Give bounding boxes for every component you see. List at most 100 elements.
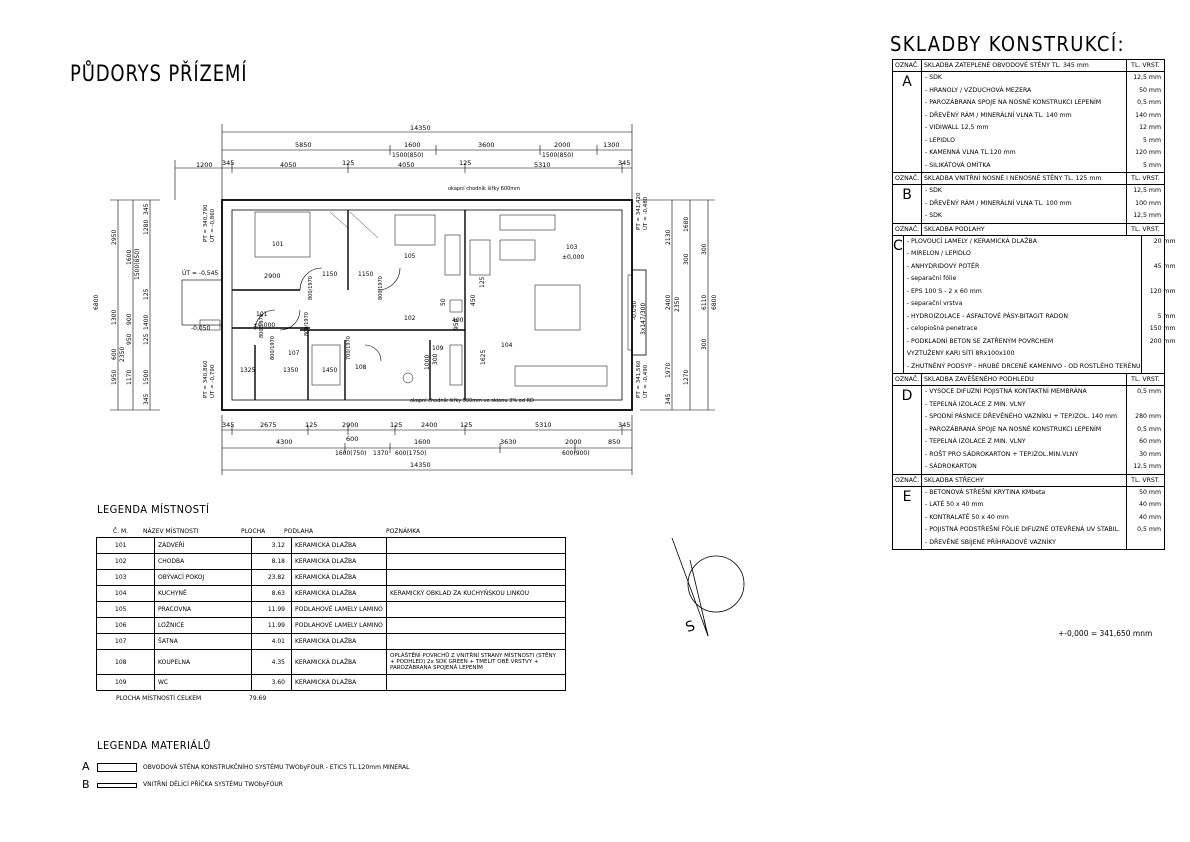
- dim-right-9: 1270: [683, 370, 690, 385]
- material-b-swatch: [97, 783, 137, 788]
- room-area: 23.82: [251, 569, 292, 586]
- dim-int-7: 950: [453, 318, 460, 330]
- room-name: ŠATNA: [154, 633, 252, 650]
- dim-left-17: 345: [143, 393, 150, 405]
- okapovy-top: okapní chodník šířky 600mm: [448, 185, 520, 192]
- skladba-layer-thickness: 40 mm: [1139, 501, 1161, 508]
- tv-unit: [499, 214, 556, 231]
- skladba-layer-thickness: 120 mm: [1149, 287, 1176, 295]
- skladba-layer-thickness: 20 mm: [1153, 237, 1176, 245]
- skladba-layer-name: - separační fólie: [904, 273, 1142, 286]
- room-area: 4.01: [251, 633, 292, 650]
- dim-left-13: 125: [143, 333, 150, 345]
- legend-total-value: 79.69: [249, 695, 267, 702]
- sofa: [469, 239, 491, 276]
- skladba-layer-name: - HYDROIZOLACE - ASFALTOVÉ PÁSY-BITAGIT …: [904, 310, 1142, 323]
- dim-right-11: 345: [665, 393, 672, 405]
- room-tag-106: 101: [272, 241, 284, 248]
- dim-int-11: 300: [432, 353, 439, 365]
- room-area: 8.18: [251, 553, 292, 570]
- dim-bottom-1i: 345: [618, 421, 630, 429]
- dim-left-7: 1300: [111, 310, 118, 325]
- room-name: WC: [154, 674, 252, 691]
- room-number: 105: [96, 601, 155, 618]
- room-note: [386, 674, 566, 691]
- dim-top-1d: 2000: [554, 141, 571, 149]
- dim-bottom-1a: 345: [222, 421, 234, 429]
- skladba-layer-row: - VYSOCE DIFUZNÍ POJISTNÁ KONTAKTNÍ MEMB…: [922, 386, 1164, 399]
- skladba-layer-thickness: 12,5 mm: [1133, 74, 1161, 81]
- skladba-layer-name: - SDK: [922, 210, 1127, 223]
- dim-right-5: 2400: [665, 295, 672, 310]
- legend-header-name: NÁZEV MÍSTNOSTI: [143, 528, 199, 535]
- skladba-layer-thickness: 200 mm: [1149, 337, 1176, 345]
- room-note: [386, 633, 566, 650]
- material-a-swatch: [97, 763, 137, 772]
- skladba-tl-header: TL. VRST.: [1131, 376, 1160, 383]
- material-b-text: VNITŘNÍ DĚLÍCÍ PŘÍČKA SYSTÉMU TWObyFOUR: [143, 781, 283, 788]
- ut-tl: ÚT = -0,860: [209, 208, 216, 242]
- door-107: 800/1970: [270, 336, 276, 360]
- dining-table: [534, 284, 581, 331]
- skladba-layer-name: - LATĚ 50 x 40 mm: [922, 499, 1127, 512]
- outer-wall-inner: [231, 209, 623, 401]
- room-name: KUCHYNĚ: [154, 585, 252, 602]
- ut-left: ÚT = -0,545: [182, 270, 218, 277]
- room-note: KERAMICKÝ OBKLAD ZA KUCHYŇSKOU LINKOU: [386, 585, 566, 602]
- dim-bottom-1g: 125: [460, 421, 472, 429]
- skladba-layer-row: - SPODNÍ PÁSNICE DŘEVĚNÉHO VAZNÍKU + TEP…: [922, 411, 1164, 424]
- skladba-layer-thickness: 120 mm: [1135, 149, 1161, 156]
- dim-left-3: 1600: [126, 250, 133, 265]
- material-a-letter: A: [82, 760, 90, 773]
- dim-top-1a: 5850: [295, 141, 312, 149]
- room-area: 4.35: [251, 649, 292, 675]
- outer-wall: [221, 199, 633, 411]
- skladba-layer-thickness: 5 mm: [1157, 312, 1176, 320]
- skladba-oznac: OZNAČ.: [893, 173, 922, 184]
- skladba-layer-thickness: 45 mm: [1153, 262, 1176, 270]
- skladba-layer-row: - PAROZÁBRANA SPOJE NA NOSNÉ KONSTRUKCI …: [922, 423, 1164, 436]
- door-105: 800/1970: [378, 276, 384, 300]
- pt-tl: PT = 340,790: [203, 204, 209, 242]
- skladba-layer-name: - MIRELON / LEPIDLO: [904, 248, 1142, 261]
- skladba-layer-row: - ROŠT PRO SÁDROKARTON + TEP.IZOL.MIN.VL…: [922, 448, 1164, 461]
- dim-int-8: 1625: [480, 350, 487, 365]
- room-tag-109: 109: [432, 345, 444, 352]
- room-note: [386, 553, 566, 570]
- skladba-layer-name: - SILIKÁTOVÁ OMÍTKA: [922, 159, 1127, 172]
- skladba-header: OZNAČ.SKLADBA ZATEPLENÉ OBVODOVÉ STĚNY T…: [893, 60, 1164, 72]
- dim-left-16: 1500: [143, 370, 150, 385]
- dim-bottom-2i: 600(1750): [395, 450, 426, 457]
- skladba-layer-thickness: 0,5 mm: [1137, 526, 1161, 533]
- door-102: 800/1970: [304, 312, 310, 336]
- room-floor: PODLAHOVÉ LAMELY LAMINO: [291, 617, 387, 634]
- skladba-oznac: OZNAČ.: [893, 60, 922, 71]
- dim-bottom-2f: 850: [608, 438, 620, 446]
- pt-tr: PT = 341,420: [636, 192, 642, 230]
- dim-bottom-1e: 125: [390, 421, 402, 429]
- legend-materials-title: LEGENDA MATERIÁLŮ: [97, 739, 211, 752]
- dim-bottom-2a: 4300: [276, 438, 293, 446]
- skladba-layer-row: - DŘEVĚNÝ RÁM / MINERÁLNÍ VLNA TL. 100 m…: [922, 197, 1164, 210]
- room-area: 3.12: [251, 537, 292, 554]
- skladba-layer-name: - KAMENNÁ VLNA TL.120 mm: [922, 147, 1127, 160]
- room-number: 109: [96, 674, 155, 691]
- skladba-body: D- VYSOCE DIFUZNÍ POJISTNÁ KONTAKTNÍ MEM…: [893, 386, 1164, 475]
- dim-bottom-1f: 2400: [421, 421, 438, 429]
- ut-tr: ÚT = -0,480: [642, 196, 649, 230]
- room-note: [386, 617, 566, 634]
- room-area: 3.60: [251, 674, 292, 691]
- dim-right-10: 300: [701, 338, 708, 350]
- room-name: PRACOVNA: [154, 601, 252, 618]
- skladba-layer-thickness: [1142, 361, 1179, 374]
- skladba-layer-name: - DŘEVĚNÉ SBÍJENÉ PŘÍHRADOVÉ VAZNÍKY: [922, 536, 1127, 549]
- dim-int-5: 1450: [322, 367, 337, 374]
- skladba-tl-header: TL. VRST.: [1131, 225, 1160, 233]
